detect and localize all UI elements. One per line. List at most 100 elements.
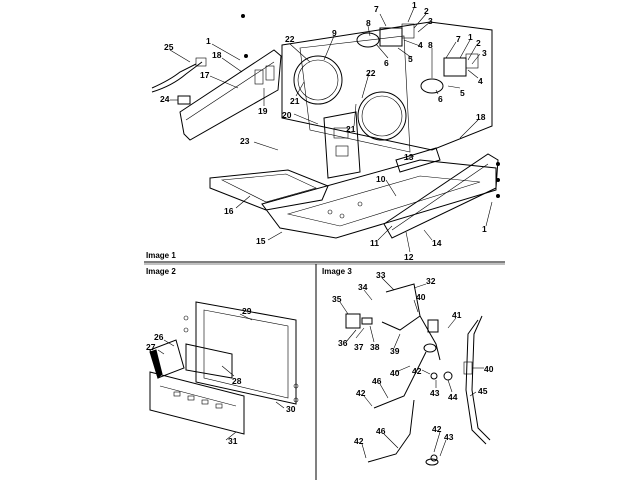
callout-33: 33 bbox=[376, 270, 386, 280]
callout-7b: 7 bbox=[456, 34, 461, 44]
callout-30: 30 bbox=[286, 404, 296, 414]
callout-25: 25 bbox=[164, 42, 174, 52]
callout-23: 23 bbox=[240, 136, 250, 146]
callout-1b: 1 bbox=[206, 36, 211, 46]
overlay-strip bbox=[149, 349, 163, 379]
panel-label-image3: Image 3 bbox=[322, 267, 352, 276]
fan-blade-lower bbox=[420, 78, 444, 94]
callout-40b: 40 bbox=[390, 368, 400, 378]
wire-harness-upper bbox=[373, 351, 427, 409]
callout-16: 16 bbox=[224, 206, 234, 216]
callout-1d: 1 bbox=[482, 224, 487, 234]
callout-43: 43 bbox=[430, 388, 440, 398]
wire-harness bbox=[151, 61, 203, 93]
callout-8: 8 bbox=[366, 18, 371, 28]
callout-46b: 46 bbox=[376, 426, 386, 436]
callout-44: 44 bbox=[448, 392, 458, 402]
callout-42c: 42 bbox=[354, 436, 364, 446]
image3-callouts: 33 32 34 35 40 36 37 38 39 41 40 42 43 4… bbox=[332, 270, 494, 446]
callout-3: 3 bbox=[428, 16, 433, 26]
callout-24: 24 bbox=[160, 94, 170, 104]
callout-17: 17 bbox=[200, 70, 210, 80]
callout-36: 36 bbox=[338, 338, 348, 348]
callout-42b: 42 bbox=[356, 388, 366, 398]
callout-41: 41 bbox=[452, 310, 462, 320]
callout-34: 34 bbox=[358, 282, 368, 292]
callout-37: 37 bbox=[354, 342, 364, 352]
callout-42d: 42 bbox=[432, 424, 442, 434]
callout-4b: 4 bbox=[478, 76, 483, 86]
image1-drawing: 7 1 2 3 22 9 8 25 1 18 17 24 19 21 6 5 4… bbox=[151, 0, 500, 262]
callout-3b: 3 bbox=[482, 48, 487, 58]
callout-7: 7 bbox=[374, 4, 379, 14]
callout-8b: 8 bbox=[428, 40, 433, 50]
callout-1c: 1 bbox=[468, 32, 473, 42]
callout-26: 26 bbox=[154, 332, 164, 342]
callout-40: 40 bbox=[416, 292, 426, 302]
callout-21: 21 bbox=[290, 96, 300, 106]
callout-20: 20 bbox=[282, 110, 292, 120]
fan-shroud-right bbox=[357, 91, 407, 141]
callout-28: 28 bbox=[232, 376, 242, 386]
callout-45: 45 bbox=[478, 386, 488, 396]
fan-shroud-left bbox=[293, 55, 343, 105]
image3-drawing: 33 32 34 35 40 36 37 38 39 41 40 42 43 4… bbox=[332, 270, 494, 466]
callout-5: 5 bbox=[408, 54, 413, 64]
callout-6b: 6 bbox=[438, 94, 443, 104]
callout-13: 13 bbox=[404, 152, 414, 162]
callout-18: 18 bbox=[212, 50, 222, 60]
front-control-panel bbox=[149, 371, 245, 435]
callout-18b: 18 bbox=[476, 112, 486, 122]
callout-40c: 40 bbox=[484, 364, 494, 374]
fan-motor-upper bbox=[379, 27, 403, 47]
callout-4: 4 bbox=[418, 40, 423, 50]
image1-callouts: 7 1 2 3 22 9 8 25 1 18 17 24 19 21 6 5 4… bbox=[160, 0, 487, 262]
solenoid-valve bbox=[345, 313, 361, 329]
floor-pan bbox=[261, 159, 497, 239]
callout-35: 35 bbox=[332, 294, 342, 304]
callout-43b: 43 bbox=[444, 432, 454, 442]
valve-body bbox=[427, 319, 439, 333]
callout-1: 1 bbox=[412, 0, 417, 10]
callout-2: 2 bbox=[424, 6, 429, 16]
callout-27: 27 bbox=[146, 342, 156, 352]
connector bbox=[177, 95, 191, 105]
callout-22: 22 bbox=[285, 34, 295, 44]
callout-32: 32 bbox=[426, 276, 436, 286]
bracket bbox=[395, 147, 441, 173]
tubing-assembly bbox=[381, 283, 441, 361]
callout-15: 15 bbox=[256, 236, 266, 246]
fan-blade-upper bbox=[356, 32, 380, 48]
callout-2b: 2 bbox=[476, 38, 481, 48]
panel-label-image1: Image 1 bbox=[146, 251, 176, 260]
image2-drawing: 29 26 27 28 30 31 bbox=[146, 301, 299, 446]
panel-label-image2: Image 2 bbox=[146, 267, 176, 276]
center-partition bbox=[323, 111, 361, 179]
callout-9: 9 bbox=[332, 28, 337, 38]
callout-38: 38 bbox=[370, 342, 380, 352]
callout-11: 11 bbox=[370, 238, 379, 248]
callout-14: 14 bbox=[432, 238, 442, 248]
callout-5b: 5 bbox=[460, 88, 465, 98]
drip-tray bbox=[209, 169, 329, 211]
drain-line bbox=[465, 319, 487, 445]
callout-19: 19 bbox=[258, 106, 268, 116]
callout-29: 29 bbox=[242, 306, 252, 316]
callout-10: 10 bbox=[376, 174, 386, 184]
control-board bbox=[185, 343, 233, 379]
image2-callouts: 29 26 27 28 30 31 bbox=[146, 306, 296, 446]
callout-21b: 21 bbox=[346, 124, 356, 134]
callout-46: 46 bbox=[372, 376, 382, 386]
callout-12: 12 bbox=[404, 252, 414, 262]
grommet bbox=[430, 372, 438, 380]
control-bracket bbox=[195, 301, 297, 405]
right-side-rail bbox=[383, 153, 499, 239]
callout-31: 31 bbox=[228, 436, 238, 446]
callout-22b: 22 bbox=[366, 68, 376, 78]
callout-39: 39 bbox=[390, 346, 400, 356]
callout-42: 42 bbox=[412, 366, 422, 376]
callout-6: 6 bbox=[384, 58, 389, 68]
wire-harness-lower bbox=[367, 399, 415, 463]
fan-motor-lower bbox=[443, 57, 467, 77]
